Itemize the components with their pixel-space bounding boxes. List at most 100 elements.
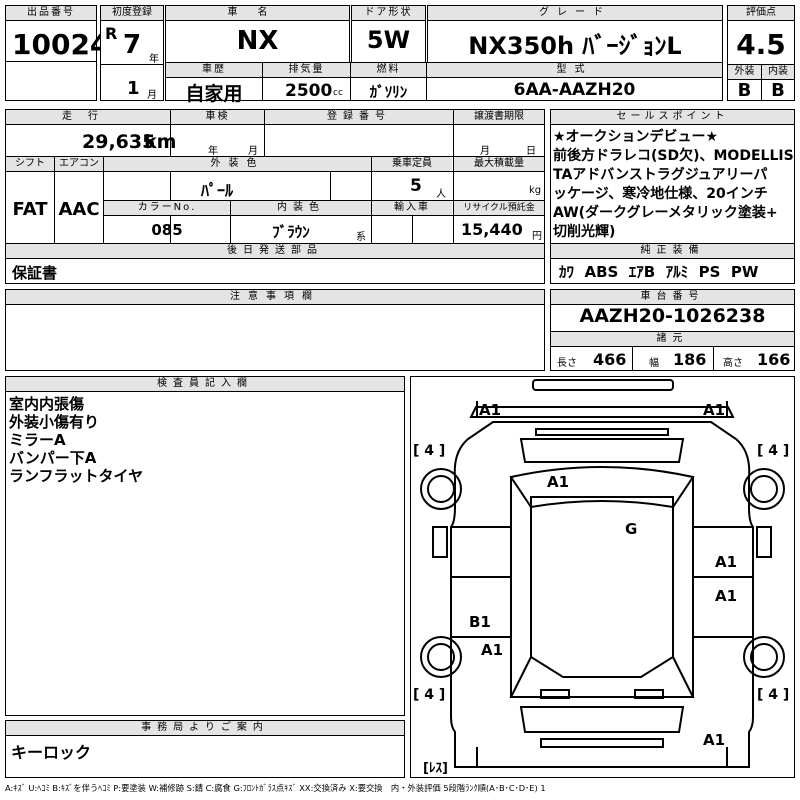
car-name-label: 車名 xyxy=(166,6,349,20)
capacity-label: 乗車定員 xyxy=(372,157,452,171)
displacement-box: 排気量 2500 cc xyxy=(262,62,351,101)
exterior-label: 外装 xyxy=(728,65,761,79)
legend: A:ｷｽﾞ U:ﾍｺﾐ B:ｷｽﾞを伴うﾍｺﾐ P:要塗装 W:補修跡 S:錆 … xyxy=(5,783,546,793)
exterior-color: ﾊﾟｰﾙ xyxy=(200,181,233,200)
height: 166 xyxy=(757,350,791,369)
later-parts-label: 後日発送部品 xyxy=(6,244,544,258)
fuel: ｶﾞｿﾘﾝ xyxy=(369,83,408,101)
spec-label: 諸元 xyxy=(551,332,794,346)
displacement-label: 排気量 xyxy=(263,63,350,77)
damage-mark: A1 xyxy=(703,401,725,419)
model-box: 型式 6AA-AAZH20 xyxy=(426,62,723,101)
model: 6AA-AAZH20 xyxy=(513,80,636,100)
car-name-box: 車名 NX xyxy=(165,5,350,63)
damage-mark: A1 xyxy=(547,473,569,491)
chassis-label: 車台番号 xyxy=(551,290,794,304)
lot-number: 10024 xyxy=(12,28,110,61)
car-diagram: A1 A1 A1 G A1 A1 B1 A1 A1 [ 4 ] [ 4 ] [ … xyxy=(413,379,789,776)
capacity: 5 xyxy=(410,176,422,196)
tire-tread: [ 4 ] xyxy=(757,687,789,703)
registration-box: 初度登録 R 7 年 1 月 xyxy=(100,5,164,101)
inspection-year-unit: 年 xyxy=(208,146,218,157)
inspector-note: 外装小傷有り xyxy=(9,413,100,431)
inspection-month-unit: 月 xyxy=(248,146,258,157)
office-label: 事務局よりご案内 xyxy=(6,721,404,735)
aircon-label: エアコン xyxy=(55,157,103,171)
interior-color-unit: 系 xyxy=(356,232,366,243)
displacement-unit: cc xyxy=(333,88,343,98)
sales-line: 前後方ドラレコ(SD欠)、MODELLIS xyxy=(553,148,794,164)
sales-line: AW(ダークグレーメタリック塗装+ xyxy=(553,205,778,221)
interior-grade: B xyxy=(771,80,785,101)
registration-number-label: 登録番号 xyxy=(265,110,453,124)
max-load-label: 最大積載量 xyxy=(454,157,544,171)
inspector-note: ミラーA xyxy=(9,431,66,449)
equipment-item: PS xyxy=(698,263,721,281)
equipment-label: 純正装備 xyxy=(551,244,794,258)
damage-mark: G xyxy=(625,520,637,538)
equipment-item: ｱﾙﾐ xyxy=(665,263,689,281)
max-load-unit: kg xyxy=(529,185,542,196)
registration-month: 1 xyxy=(127,78,140,99)
damage-mark: A1 xyxy=(715,587,737,605)
tire-tread: [ 4 ] xyxy=(413,443,445,459)
chassis-box: 車台番号 AAZH20-1026238 諸元 長さ 466 幅 186 高さ 1… xyxy=(550,289,795,371)
grade-box: グレード NX350h ﾊﾞｰｼﾞｮﾝL xyxy=(427,5,723,63)
inspection-label: 車検 xyxy=(171,110,264,124)
history-box: 車歴 自家用 xyxy=(165,62,263,105)
sales-point-lines: ★オークションデビュー★ 前後方ドラレコ(SD欠)、MODELLIS TAアドバ… xyxy=(553,128,794,242)
inspector-notes: 室内内張傷 外装小傷有り ミラーA バンパー下A ランフラットタイヤ xyxy=(9,395,143,485)
equipment-item: ABS xyxy=(584,263,619,281)
year-unit: 年 xyxy=(149,54,159,65)
sales-point-box: セールスポイント ★オークションデビュー★ 前後方ドラレコ(SD欠)、MODEL… xyxy=(550,109,795,284)
door-label: ドア形状 xyxy=(352,6,425,20)
length-label: 長さ xyxy=(557,358,577,369)
door-type: 5W xyxy=(366,26,411,54)
recycle-deposit-label: リサイクル預託金 xyxy=(454,201,544,215)
capacity-unit: 人 xyxy=(436,189,446,200)
width: 186 xyxy=(673,350,707,369)
damage-diagram-box: A1 A1 A1 G A1 A1 B1 A1 A1 [ 4 ] [ 4 ] [ … xyxy=(410,376,795,778)
equipment-item: PW xyxy=(730,263,759,281)
length: 466 xyxy=(593,350,627,369)
interior-color-label: 内装色 xyxy=(231,201,371,215)
height-label: 高さ xyxy=(723,358,743,369)
shift-label: シフト xyxy=(6,157,54,171)
recycle-deposit: 15,440 xyxy=(461,220,523,239)
score-box: 評価点 4.5 外装 内装 B B xyxy=(727,5,795,101)
notes-label: 注意事項欄 xyxy=(6,290,544,304)
history-label: 車歴 xyxy=(166,63,262,77)
color-number: 085 xyxy=(151,221,183,239)
model-label: 型式 xyxy=(427,63,722,77)
era: R xyxy=(105,24,118,43)
transfer-deadline-label: 譲渡書期限 xyxy=(454,110,544,124)
exterior-grade: B xyxy=(737,80,752,101)
score: 4.5 xyxy=(736,28,786,61)
exterior-color-label: 外装色 xyxy=(104,157,371,171)
month-unit: 月 xyxy=(147,90,157,101)
sales-line: 切削光輝) xyxy=(553,224,616,240)
equipment-item: ｴｱB xyxy=(628,263,656,281)
door-box: ドア形状 5W xyxy=(351,5,426,63)
fuel-label: 燃料 xyxy=(351,63,426,77)
first-registration-label: 初度登録 xyxy=(101,6,163,20)
damage-mark: A1 xyxy=(715,553,737,571)
aircon: AAC xyxy=(58,199,100,220)
displacement: 2500 xyxy=(285,81,333,101)
equipment-item: ｶﾜ xyxy=(559,263,575,281)
vehicle-details: 走行 車検 登録番号 譲渡書期限 29,635 km 年 月 月 日 シフト エ… xyxy=(5,109,545,284)
inspector-note: ランフラットタイヤ xyxy=(9,467,144,485)
tire-tread: [ 4 ] xyxy=(413,687,445,703)
fuel-box: 燃料 ｶﾞｿﾘﾝ xyxy=(350,62,427,101)
transfer-day-unit: 日 xyxy=(526,146,536,157)
shift: FAT xyxy=(12,199,48,220)
sales-line: TAアドバンストラグジュアリーパ xyxy=(553,167,768,183)
car-name: NX xyxy=(236,26,279,56)
damage-mark: A1 xyxy=(703,731,725,749)
interior-color: ﾌﾞﾗｳﾝ xyxy=(272,223,310,241)
office-text: キーロック xyxy=(11,743,92,762)
inspector-box: 検査員記入欄 室内内張傷 外装小傷有り ミラーA バンパー下A ランフラットタイ… xyxy=(5,376,405,716)
lot-label: 出品番号 xyxy=(6,6,96,20)
width-label: 幅 xyxy=(649,358,659,369)
sales-point-label: セールスポイント xyxy=(551,110,794,124)
